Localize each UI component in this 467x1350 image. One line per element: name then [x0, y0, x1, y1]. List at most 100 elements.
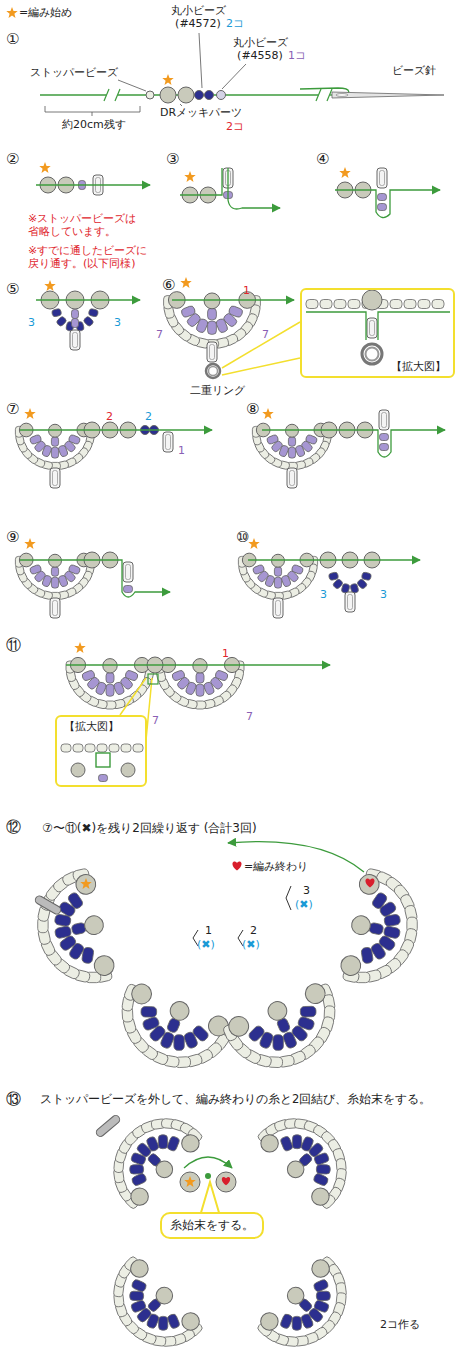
seed-bead: [280, 1136, 294, 1152]
leader-line: [222, 64, 246, 89]
seed-bead: [292, 1135, 301, 1149]
bead: [121, 763, 135, 777]
note-text: 約20cm残す: [62, 118, 126, 131]
end-heart: [232, 862, 241, 871]
bead: [357, 873, 381, 897]
seed-bead: [183, 1031, 199, 1049]
seed-bead: [334, 300, 346, 309]
seed-bead: [292, 1316, 301, 1330]
bead-art: [382, 413, 387, 428]
seed-bead: [29, 434, 42, 445]
bead-art: [348, 595, 353, 610]
seed-bead: [361, 947, 374, 964]
bead: [153, 1158, 176, 1181]
bead: [74, 873, 98, 897]
legend-text: =編み始め: [19, 6, 72, 19]
leader-line: [222, 358, 300, 375]
seed-bead: [313, 1279, 329, 1293]
bead-art: [290, 471, 295, 486]
seed-bead: [432, 300, 444, 309]
seed-bead: [142, 1016, 160, 1031]
bead: [92, 954, 116, 978]
seed-bead: [97, 744, 107, 752]
start-star: [162, 74, 173, 85]
start-star: [180, 277, 191, 288]
seed-bead: [300, 1313, 314, 1329]
seed-bead: [133, 744, 143, 752]
callout-number: 7: [156, 328, 163, 341]
seed-bead: [131, 1279, 147, 1293]
bead: [257, 1309, 282, 1334]
thread: [36, 299, 140, 300]
seed-bead: [51, 577, 58, 588]
end-heart: [365, 879, 374, 888]
bead-art: [50, 598, 60, 618]
seed-bead: [384, 914, 401, 927]
start-star: [44, 280, 55, 291]
seed-bead: [208, 308, 217, 319]
thread: [184, 1157, 232, 1168]
bead: [180, 1172, 200, 1192]
note-text: ⑦〜⑪(✖)を残り2回繰り返す (合計3回): [42, 821, 257, 835]
zoom-box: 【拡大図】: [55, 715, 147, 787]
callout-number: (✖): [295, 898, 313, 911]
bead-art: [70, 330, 80, 350]
double-ring: [95, 1114, 122, 1138]
thread: [180, 168, 222, 195]
seed-bead: [88, 308, 98, 317]
start-star: [339, 167, 350, 178]
box-text: 【拡大図】: [62, 720, 121, 733]
motif: [253, 1252, 367, 1350]
seed-bead: [166, 1136, 180, 1152]
step-number: ⑫: [6, 818, 21, 836]
bead-art: [287, 468, 297, 488]
bead-art: [380, 171, 385, 186]
callout-number: 7: [246, 710, 253, 723]
bead: [49, 554, 62, 567]
seed-bead: [380, 444, 389, 451]
callout-number: 1コ: [288, 49, 306, 62]
seed-bead: [314, 1152, 330, 1166]
bead-art: [276, 601, 281, 616]
double-ring: [209, 367, 218, 376]
seed-bead: [106, 684, 114, 696]
start-star: [262, 408, 273, 419]
step-number: ⑥: [162, 276, 175, 294]
seed-bead: [181, 305, 197, 318]
leader-line: [104, 89, 109, 101]
seed-bead: [247, 1024, 265, 1042]
leader-line: [115, 89, 120, 101]
seed-bead: [51, 437, 58, 446]
note-text: ストッパービーズ: [30, 66, 118, 79]
bead: [178, 1309, 203, 1334]
callout-tail: [200, 1182, 220, 1216]
seed-bead: [54, 925, 72, 939]
bead: [129, 981, 155, 1007]
seed-bead: [81, 670, 95, 682]
callout-number: 1: [205, 924, 212, 937]
leader-line: [199, 33, 202, 88]
thread: [335, 190, 440, 218]
double-ring: [34, 895, 62, 916]
callout-number: (✖): [197, 938, 215, 951]
start-star: [6, 7, 17, 18]
bead-art: [166, 435, 171, 450]
seed-bead: [418, 300, 430, 309]
step-number: ⑦: [6, 400, 19, 418]
seed-bead: [72, 319, 79, 328]
thread: [20, 560, 170, 597]
thread: [248, 559, 420, 560]
thread: [262, 430, 445, 457]
motif: [254, 1098, 367, 1213]
bracket: [193, 886, 291, 946]
callout-number: 2: [250, 924, 257, 937]
seed-bead: [288, 447, 295, 458]
seed-bead: [380, 434, 389, 441]
callout-number: 3: [380, 588, 387, 601]
motif: [220, 978, 352, 1085]
leader-line: [180, 104, 182, 106]
seed-bead: [61, 744, 71, 752]
bead: [71, 763, 85, 777]
seed-bead: [121, 744, 131, 752]
